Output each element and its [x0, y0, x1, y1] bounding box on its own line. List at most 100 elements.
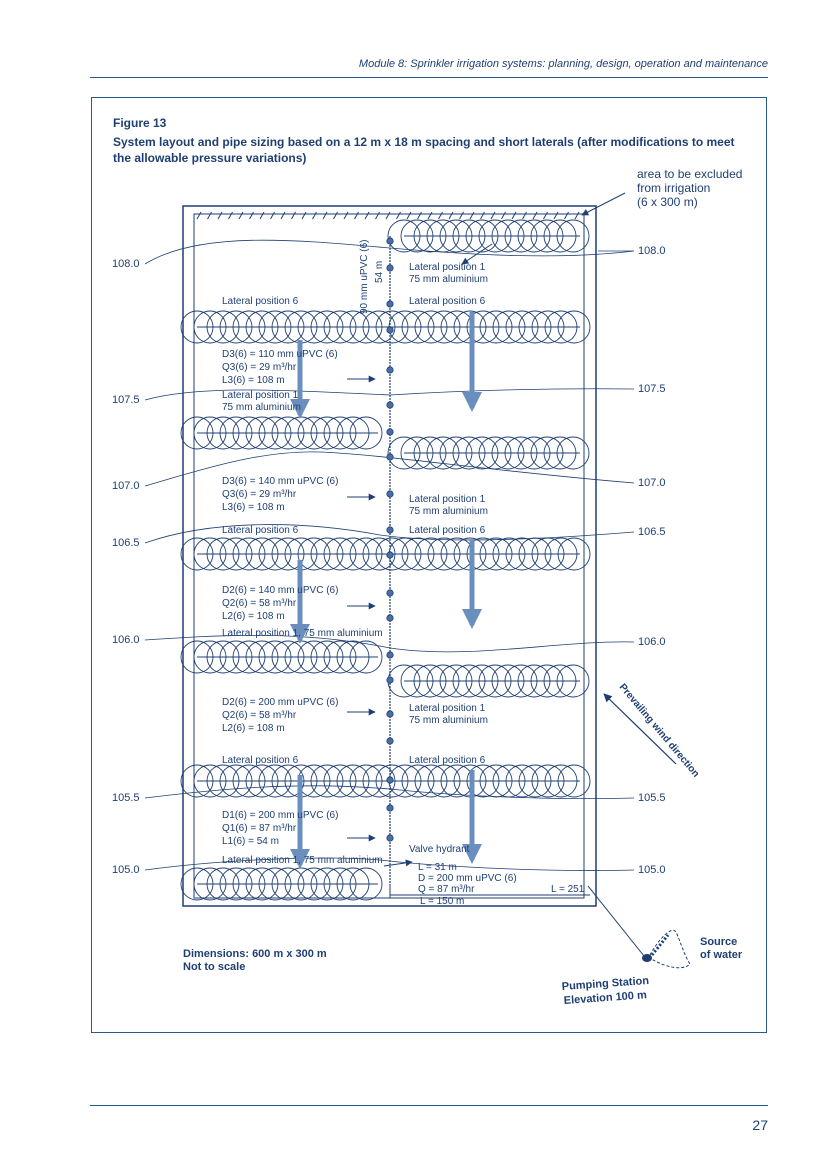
- hatch-mark: [438, 211, 443, 220]
- lateral-move-arrows: [290, 312, 482, 869]
- lateral-label: Lateral position 1: [409, 494, 486, 505]
- hydrant-dot: [386, 264, 394, 272]
- pipe-spec: L2(6) = 108 m: [222, 723, 285, 734]
- supply-spec: D = 200 mm uPVC (6): [418, 873, 517, 884]
- hatch-mark: [490, 211, 496, 220]
- contour-label-right: 107.5: [638, 383, 666, 395]
- excluded-area-label-2: from irrigation: [637, 181, 710, 195]
- pipe-spec: L1(6) = 54 m: [222, 836, 279, 847]
- lateral-label: Lateral position 1: [222, 390, 299, 401]
- contour-label-left: 108.0: [112, 258, 140, 270]
- contour-label-right: 106.0: [638, 636, 666, 648]
- hydrant-dot: [386, 453, 394, 461]
- hatch-mark: [511, 211, 517, 220]
- hydrant-dot: [386, 804, 394, 812]
- hydrant-dot: [386, 366, 394, 374]
- pipe-spec: Q3(6) = 29 m³/hr: [222, 362, 297, 373]
- supply-spec: L = 150 m: [420, 896, 464, 907]
- hatch-mark: [249, 211, 254, 220]
- lateral-label: 75 mm aluminium: [409, 715, 488, 726]
- lateral-label: Lateral position 6: [222, 296, 299, 307]
- hatch-mark: [459, 211, 464, 220]
- hatch-mark: [280, 211, 286, 220]
- page-number: 27: [752, 1117, 768, 1133]
- excluded-area-label-1: area to be excluded: [637, 167, 742, 181]
- source-water-label-2: of water: [700, 949, 743, 961]
- hydrant-dot: [386, 401, 394, 409]
- dimensions-label: Dimensions: 600 m x 300 m: [183, 948, 327, 960]
- hatch-mark: [291, 211, 296, 220]
- excluded-area-leader: [581, 192, 626, 216]
- hatch-mark: [196, 211, 202, 220]
- wind-direction-label: Prevailing wind direction: [617, 682, 702, 780]
- contour-label-left: 106.0: [112, 634, 140, 646]
- hatch-mark: [259, 211, 265, 220]
- hatch-mark: [270, 211, 275, 220]
- pipe-spec: L3(6) = 108 m: [222, 502, 285, 513]
- hydrant-dot: [386, 589, 394, 597]
- contour-label-right: 105.0: [638, 864, 666, 876]
- hydrant-dot: [386, 551, 394, 559]
- hatch-mark: [501, 211, 506, 220]
- hydrant-dot: [386, 676, 394, 684]
- supply-spec: Q = 87 m³/hr: [418, 884, 475, 895]
- hatch-mark: [532, 211, 538, 220]
- contour-label-right: 105.5: [638, 792, 666, 804]
- lateral-label: 75 mm aluminium: [409, 274, 488, 285]
- mainline-label-1: 90 mm uPVC (6): [359, 240, 370, 314]
- source-water-label-1: Source: [700, 936, 737, 948]
- pipe-spec: L2(6) = 108 m: [222, 611, 285, 622]
- hatch-mark: [427, 211, 433, 220]
- supply-spec: L = 31 m: [418, 862, 457, 873]
- hatch-mark: [543, 211, 548, 220]
- hydrant-dot: [386, 490, 394, 498]
- hydrant-dot: [386, 300, 394, 308]
- hydrant-dot: [386, 428, 394, 436]
- lateral-label: 75 mm aluminium: [409, 506, 488, 517]
- contour-label-left: 105.0: [112, 864, 140, 876]
- hatch-mark: [522, 211, 527, 220]
- contour-label-left: 107.5: [112, 394, 140, 406]
- pipe-spec: D2(6) = 200 mm uPVC (6): [222, 697, 338, 708]
- figure-caption: System layout and pipe sizing based on a…: [113, 135, 735, 165]
- hatch-mark: [301, 211, 307, 220]
- hydrant-dot: [386, 834, 394, 842]
- figure-frame: [91, 97, 767, 1033]
- pipe-spec: D2(6) = 140 mm uPVC (6): [222, 585, 338, 596]
- mainline-label-2: 54 m: [374, 261, 385, 283]
- lateral-label: 75 mm aluminium: [222, 402, 301, 413]
- contour-label-right: 108.0: [638, 245, 666, 257]
- hatch-mark: [469, 211, 475, 220]
- contour-label-right: 107.0: [638, 477, 666, 489]
- pipe-spec: D3(6) = 110 mm uPVC (6): [222, 349, 338, 360]
- not-to-scale-label: Not to scale: [183, 961, 245, 973]
- excluded-area-label-3: (6 x 300 m): [637, 195, 698, 209]
- hatch-mark: [375, 211, 380, 220]
- lateral-label: Lateral position 6: [409, 525, 486, 536]
- excluded-strip-hatching: [196, 211, 580, 220]
- hatch-mark: [553, 211, 559, 220]
- lateral-label: Lateral position 1: [409, 262, 486, 273]
- hydrant-dot: [386, 737, 394, 745]
- hatch-mark: [238, 211, 244, 220]
- pipe-spec: D1(6) = 200 mm uPVC (6): [222, 810, 338, 821]
- pumping-station-label-2: Elevation 100 m: [563, 989, 647, 1007]
- hatch-mark: [322, 211, 328, 220]
- running-header: Module 8: Sprinkler irrigation systems: …: [358, 58, 768, 70]
- hydrant-dot: [386, 526, 394, 534]
- hatch-mark: [207, 211, 212, 220]
- hydrant-dot: [386, 651, 394, 659]
- contour-label-left: 107.0: [112, 480, 140, 492]
- supply-spec: L = 251: [551, 884, 585, 895]
- hatch-mark: [312, 211, 317, 220]
- pipe-spec: Q2(6) = 58 m³/hr: [222, 710, 297, 721]
- hatch-mark: [333, 211, 338, 220]
- lateral-label: Lateral position 1, 75 mm aluminium: [222, 855, 383, 866]
- hydrant-dot: [386, 326, 394, 334]
- hydrant-dot: [386, 237, 394, 245]
- hatch-mark: [406, 211, 412, 220]
- pipe-spec: L3(6) = 108 m: [222, 375, 285, 386]
- hatch-mark: [564, 211, 569, 220]
- pipe-spec: Q3(6) = 29 m³/hr: [222, 489, 297, 500]
- hydrant-dot: [386, 614, 394, 622]
